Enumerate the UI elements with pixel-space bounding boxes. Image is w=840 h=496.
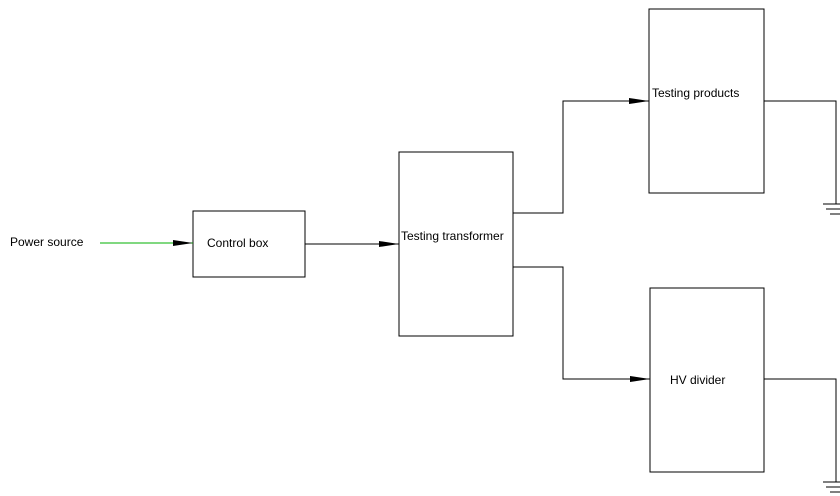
testing-products-label: Testing products bbox=[652, 86, 740, 100]
divider-ground-wire bbox=[764, 378, 837, 482]
products-ground-wire bbox=[764, 100, 837, 204]
testing-transformer-label: Testing transformer bbox=[401, 229, 504, 243]
divider-ground-icon bbox=[823, 481, 840, 493]
hv-divider-label: HV divider bbox=[670, 373, 726, 387]
transformer-to-divider-wire bbox=[513, 266, 650, 382]
power-source-label: Power source bbox=[10, 235, 84, 249]
hv-divider-block bbox=[649, 287, 765, 473]
transformer-to-products-wire bbox=[513, 98, 649, 214]
control-box-label: Control box bbox=[207, 236, 269, 250]
products-ground-icon bbox=[823, 203, 840, 215]
testing-transformer-block bbox=[398, 151, 514, 337]
testing-products-block bbox=[648, 8, 765, 194]
